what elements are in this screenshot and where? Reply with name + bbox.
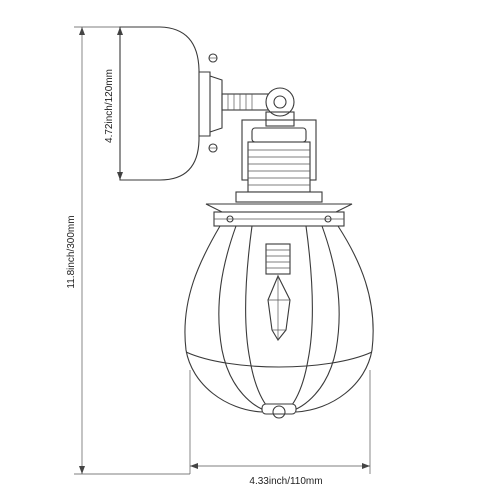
bottom-finial: [261, 403, 297, 419]
total-height-label: 11.8inch/300mm: [66, 215, 77, 288]
knuckle-joint: [221, 87, 295, 127]
cage-top-ring: [205, 203, 353, 227]
width-dimension: 4.33inch/110mm: [189, 370, 371, 487]
filament-icon: [267, 274, 291, 341]
width-label: 4.33inch/110mm: [249, 476, 322, 487]
lamp-holder: [235, 119, 323, 203]
total-height-dimension: 11.8inch/300mm: [66, 26, 190, 475]
wall-mount-base: [119, 26, 223, 181]
edison-bulb: [265, 243, 291, 341]
cage-wires: [184, 225, 374, 413]
base-height-label: 4.72inch/120mm: [104, 69, 115, 143]
